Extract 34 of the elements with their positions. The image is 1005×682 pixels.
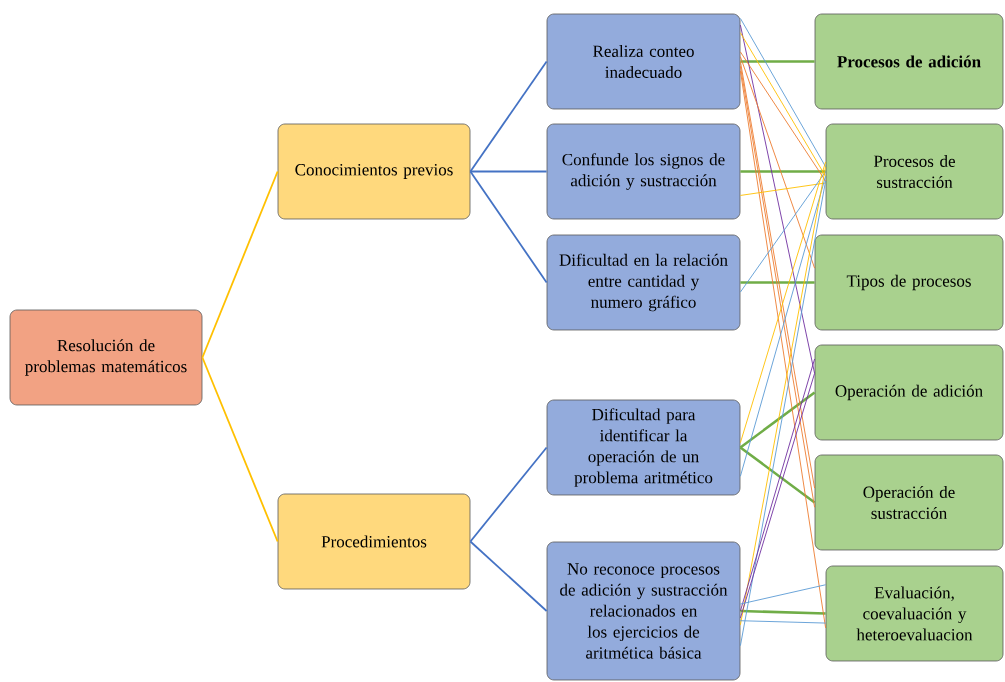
connector-line — [739, 620, 827, 624]
connector-line — [201, 170, 279, 359]
connector-line — [740, 60, 815, 63]
concept-box: Resolución de problemas matemáticos — [9, 309, 203, 406]
connector-line — [469, 170, 548, 173]
concept-box: Operación de sustracción — [814, 454, 1004, 551]
connector-line — [739, 391, 816, 449]
concept-box: Confunde los signos de adición y sustracción — [546, 123, 741, 220]
connector-line — [469, 446, 548, 543]
concept-box: Conocimientos previos — [277, 123, 471, 220]
concept-box: Dificultad para identificar la operación de un problema aritmético — [546, 399, 741, 496]
concept-box: Evaluación, coevaluación y heteroevaluacion — [825, 565, 1004, 662]
connector-line — [739, 446, 816, 504]
connector-line — [469, 540, 548, 612]
concept-box: Operación de adición — [814, 344, 1004, 441]
connector-line — [740, 609, 826, 615]
connector-line — [739, 70, 827, 629]
concept-box: Dificultad en la relación entre cantidad y numero gráfico — [546, 234, 741, 331]
concept-box: Realiza conteo inadecuado — [546, 13, 741, 110]
connector-line — [739, 584, 827, 605]
connector-line — [739, 51, 827, 182]
connector-line — [739, 171, 827, 293]
concept-box: Procesos de adición — [814, 13, 1004, 110]
connector-line — [739, 56, 816, 269]
concept-box: No reconoce procesos de adición y sustracción relacionados en los ejercicios de aritmética básica — [546, 541, 741, 681]
connector-line — [469, 60, 548, 173]
concept-box: Procesos de sustracción — [825, 123, 1004, 220]
connector-line — [201, 356, 279, 543]
concept-box: Tipos de procesos — [814, 234, 1004, 331]
connector-line — [739, 182, 827, 196]
connector-line — [740, 281, 815, 284]
connector-line — [469, 170, 548, 284]
connector-line — [739, 24, 816, 374]
concept-box: Procedimientos — [277, 493, 471, 590]
